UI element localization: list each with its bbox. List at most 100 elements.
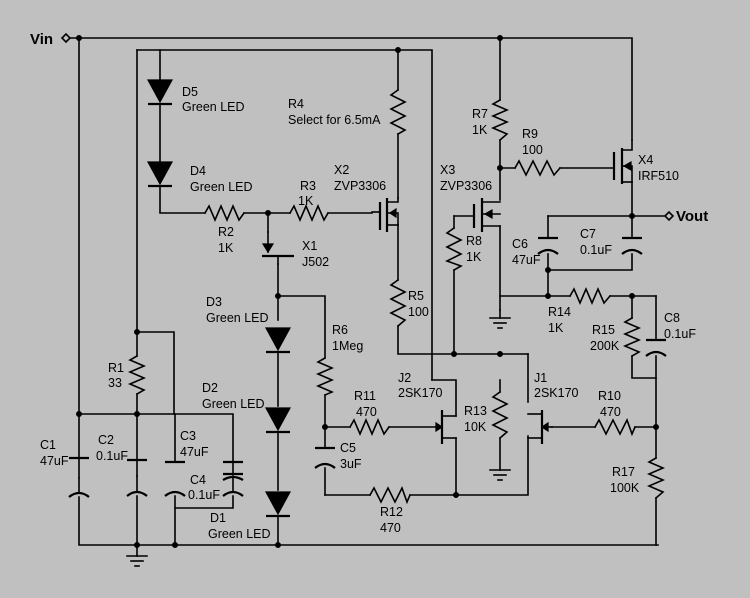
c2-val: 0.1uF (96, 449, 128, 463)
c4-capacitor (222, 460, 244, 497)
wires (69, 37, 666, 546)
c7-capacitor (621, 236, 643, 255)
c2-capacitor (126, 458, 148, 497)
ports: Vin Vout (30, 31, 708, 225)
r3-ref: R3 (300, 179, 316, 193)
r12-ref: R12 (380, 505, 403, 519)
d2-val: Green LED (202, 397, 265, 411)
r17-resistor (646, 456, 666, 500)
x4-mosfet (612, 139, 633, 184)
r9-ref: R9 (522, 127, 538, 141)
j1-ref: J1 (534, 371, 547, 385)
r6-val: 1Meg (332, 339, 363, 353)
x1-val: J502 (302, 255, 329, 269)
c5-val: 3uF (340, 457, 362, 471)
d5-led (146, 79, 174, 106)
d4-val: Green LED (190, 180, 253, 194)
x4-ref: X4 (638, 153, 653, 167)
r4-val: Select for 6.5mA (288, 113, 381, 127)
r13-ref: R13 (464, 404, 487, 418)
c4-ref: C4 (190, 473, 206, 487)
r2-resistor (203, 203, 246, 223)
r7-ref: R7 (472, 107, 488, 121)
r8-resistor (444, 226, 463, 272)
ground-r13 (489, 469, 511, 481)
c4-val: 0.1uF (188, 488, 220, 502)
x3-mosfet (472, 198, 501, 232)
capacitors (68, 236, 667, 498)
r13-val: 10K (464, 420, 487, 434)
d1-led (264, 491, 292, 518)
resistors (127, 88, 666, 505)
x3-val: ZVP3306 (440, 179, 492, 193)
d3-val: Green LED (206, 311, 269, 325)
c8-val: 0.1uF (664, 327, 696, 341)
ground-x3 (489, 309, 511, 329)
d3-ref: D3 (206, 295, 222, 309)
c8-capacitor (645, 338, 667, 357)
r17-val: 100K (610, 481, 640, 495)
r2-val: 1K (218, 241, 234, 255)
r10-resistor (593, 417, 637, 437)
r1-resistor (127, 354, 147, 396)
x2-val: ZVP3306 (334, 179, 386, 193)
d2-ref: D2 (202, 381, 218, 395)
c7-val: 0.1uF (580, 243, 612, 257)
c3-capacitor (164, 460, 186, 497)
d2-led (264, 407, 292, 434)
ground-main (126, 544, 148, 567)
c2-ref: C2 (98, 433, 114, 447)
component-labels: D5 Green LED D4 Green LED R4 Select for … (40, 85, 696, 541)
r7-resistor (490, 98, 510, 142)
c3-val: 47uF (180, 445, 209, 459)
c1-capacitor (68, 456, 90, 498)
x2-ref: X2 (334, 163, 349, 177)
c1-val: 47uF (40, 454, 69, 468)
r6-ref: R6 (332, 323, 348, 337)
vin-label: Vin (30, 31, 53, 48)
vout-port-icon (663, 210, 675, 222)
r3-resistor (288, 203, 330, 223)
x2-mosfet (378, 197, 399, 232)
d3-led (264, 327, 292, 354)
r5-resistor (389, 278, 407, 328)
r12-resistor (368, 485, 412, 505)
x1-jfet (261, 231, 294, 265)
r7-val: 1K (472, 123, 488, 137)
r14-val: 1K (548, 321, 564, 335)
x1-ref: X1 (302, 239, 317, 253)
d1-val: Green LED (208, 527, 271, 541)
c5-ref: C5 (340, 441, 356, 455)
c8-ref: C8 (664, 311, 680, 325)
j2-ref: J2 (398, 371, 411, 385)
r4-resistor (389, 88, 407, 136)
d5-val: Green LED (182, 100, 245, 114)
r2-ref: R2 (218, 225, 234, 239)
transistors (261, 139, 633, 444)
x3-ref: X3 (440, 163, 455, 177)
ground-symbols (126, 309, 511, 567)
c1-ref: C1 (40, 438, 56, 452)
r15-ref: R15 (592, 323, 615, 337)
r6-resistor (315, 356, 335, 397)
c3-ref: C3 (180, 429, 196, 443)
c7-ref: C7 (580, 227, 596, 241)
r5-val: 100 (408, 305, 429, 319)
r5-ref: R5 (408, 289, 424, 303)
j2-jfet (435, 410, 457, 444)
vin-port-icon (60, 32, 72, 44)
c5-capacitor (314, 446, 336, 469)
r11-val: 470 (356, 405, 377, 419)
r8-ref: R8 (466, 234, 482, 248)
d4-ref: D4 (190, 164, 206, 178)
junction-dots (75, 34, 659, 548)
r11-resistor (348, 417, 391, 437)
c6-val: 47uF (512, 253, 541, 267)
r11-ref: R11 (354, 389, 376, 403)
r14-ref: R14 (548, 305, 571, 319)
vout-label: Vout (676, 208, 708, 225)
c6-capacitor (537, 236, 559, 255)
r3-val: 1K (298, 194, 314, 208)
r9-resistor (513, 159, 562, 177)
r13-resistor (491, 390, 509, 440)
